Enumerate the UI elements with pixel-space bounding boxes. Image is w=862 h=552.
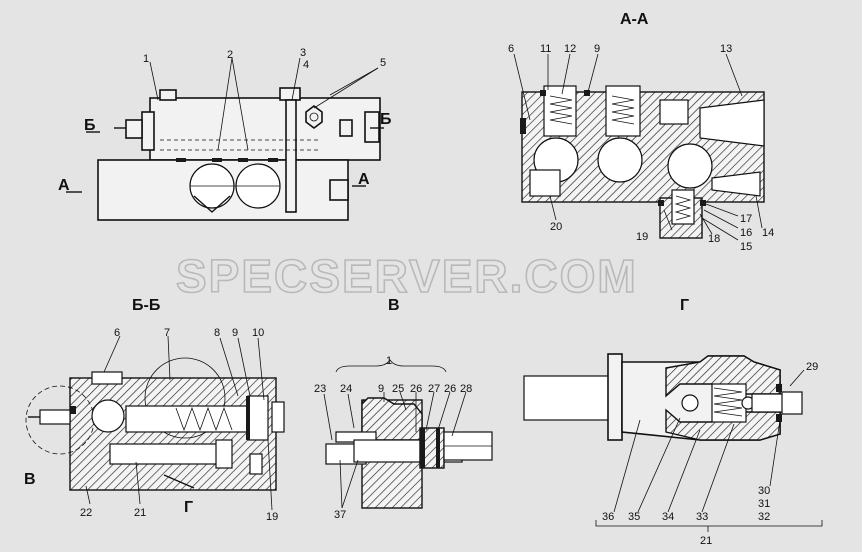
callout-9: 9 <box>594 43 600 55</box>
callout-21: 21 <box>700 535 712 547</box>
callout-14: 14 <box>762 227 774 239</box>
section-bb-title: Б-Б <box>132 297 160 314</box>
cut-a-right-label: А <box>358 171 370 188</box>
callout-15: 15 <box>740 241 752 253</box>
callout-20: 20 <box>550 221 562 233</box>
watermark: SPECSERVER.COM <box>176 250 638 302</box>
exterior-view: Б Б А А 1 2 3 4 5 <box>58 47 392 221</box>
cut-b-left-label: Б <box>84 117 96 134</box>
section-aa: А-А 6 11 12 <box>508 11 774 253</box>
callout-19: 19 <box>266 511 278 523</box>
view-v-title: В <box>388 297 400 314</box>
section-bb: Б-Б В Г 6 7 8 9 10 22 21 19 <box>24 297 285 523</box>
callout-9: 9 <box>378 383 384 395</box>
callout-26: 26 <box>410 383 422 395</box>
callout-6: 6 <box>508 43 514 55</box>
callout-6: 6 <box>114 327 120 339</box>
callout-9: 9 <box>232 327 238 339</box>
callout-16: 16 <box>740 227 752 239</box>
callout-7: 7 <box>164 327 170 339</box>
callout-34: 34 <box>662 511 674 523</box>
view-v: В 1 23 24 9 25 26 27 26 28 37 <box>314 297 493 521</box>
callout-26b: 26 <box>444 383 456 395</box>
callout-17: 17 <box>740 213 752 225</box>
view-g: Г 29 30 31 32 36 35 34 33 21 <box>523 297 823 547</box>
callout-5: 5 <box>380 57 386 69</box>
callout-v-label: В <box>24 471 36 488</box>
callout-31: 31 <box>758 498 770 510</box>
callout-8: 8 <box>214 327 220 339</box>
callout-2: 2 <box>227 49 233 61</box>
callout-36: 36 <box>602 511 614 523</box>
callout-33: 33 <box>696 511 708 523</box>
callout-1: 1 <box>143 53 149 65</box>
section-aa-title: А-А <box>620 11 649 28</box>
callout-32: 32 <box>758 511 770 523</box>
callout-27: 27 <box>428 383 440 395</box>
callout-37: 37 <box>334 509 346 521</box>
callout-25: 25 <box>392 383 404 395</box>
callout-24: 24 <box>340 383 352 395</box>
callout-13: 13 <box>720 43 732 55</box>
callout-18: 18 <box>708 233 720 245</box>
callout-19: 19 <box>636 231 648 243</box>
callout-21: 21 <box>134 507 146 519</box>
callout-29: 29 <box>806 361 818 373</box>
callout-g-label: Г <box>184 499 193 516</box>
callout-28: 28 <box>460 383 472 395</box>
cut-b-right-label: Б <box>380 111 392 128</box>
callout-22: 22 <box>80 507 92 519</box>
callout-23: 23 <box>314 383 326 395</box>
cut-a-left-label: А <box>58 177 70 194</box>
callout-1: 1 <box>386 355 392 367</box>
callout-12: 12 <box>564 43 576 55</box>
view-g-title: Г <box>680 297 689 314</box>
callout-35: 35 <box>628 511 640 523</box>
callout-30: 30 <box>758 485 770 497</box>
callout-3: 3 <box>300 47 306 59</box>
callout-11: 11 <box>540 43 551 55</box>
callout-10: 10 <box>252 327 264 339</box>
callout-4: 4 <box>303 59 309 71</box>
